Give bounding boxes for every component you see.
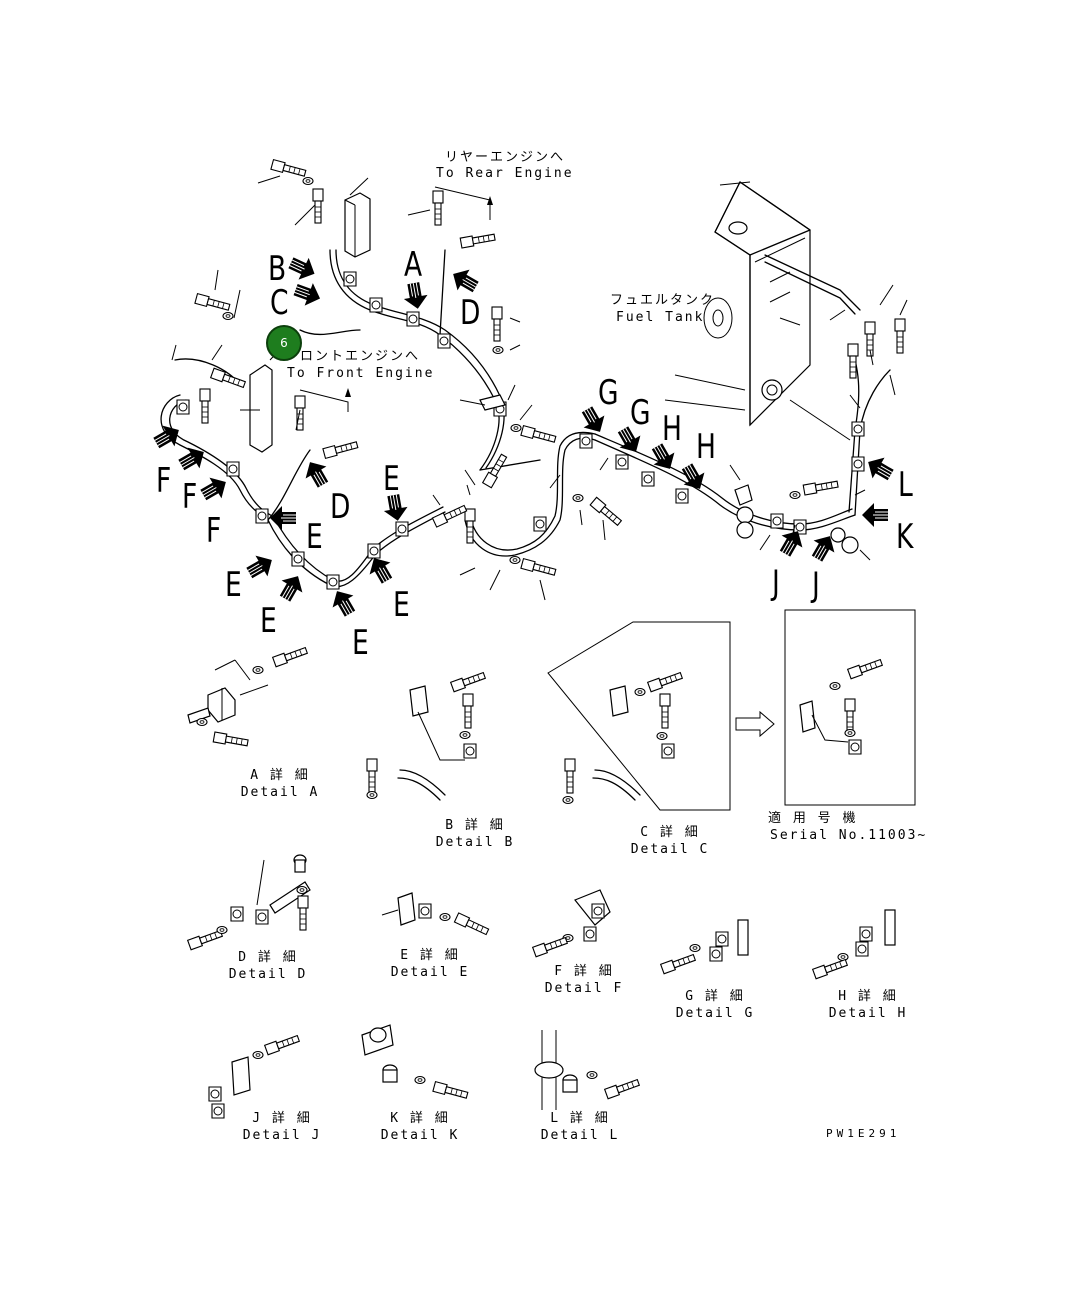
detail-a-sketch <box>187 645 309 749</box>
detail-g-sketch <box>660 919 749 975</box>
view-letter-g2: G <box>630 393 651 433</box>
detail-f-sketch <box>532 889 611 958</box>
callout-marker-6[interactable]: 6 <box>266 325 302 361</box>
serial-jp: 適 用 号 機 <box>768 811 858 826</box>
view-letter-e3: E <box>225 565 242 605</box>
detail-d-jp: D 詳 細 <box>238 950 298 965</box>
detail-l-sketch <box>534 1030 641 1110</box>
view-letter-f1: F <box>156 461 172 501</box>
detail-j-en: Detail J <box>242 1128 322 1143</box>
view-letter-e6: E <box>352 623 369 663</box>
view-letter-g1: G <box>598 373 619 413</box>
view-letter-f2: F <box>182 477 198 517</box>
detail-b-jp: B 詳 細 <box>445 818 505 833</box>
view-letter-j2: J <box>812 565 820 605</box>
detail-b-en: Detail B <box>435 835 515 850</box>
detail-c-jp: C 詳 細 <box>640 825 700 840</box>
view-letter-e1: E <box>383 459 400 499</box>
detail-b-sketch <box>366 670 487 801</box>
detail-c-en: Detail C <box>630 842 710 857</box>
detail-j-jp: J 詳 細 <box>252 1111 312 1126</box>
detail-c-serial-arrow <box>735 710 775 738</box>
view-letter-f3: F <box>206 511 222 551</box>
view-letter-k: K <box>896 517 914 557</box>
view-letter-a: A <box>404 245 423 285</box>
view-letter-c: C <box>270 283 289 323</box>
detail-k-en: Detail K <box>380 1128 460 1143</box>
detail-h-jp: H 詳 細 <box>838 989 898 1004</box>
fuel-tank-jp-label: フュエルタンク <box>610 293 716 308</box>
detail-k-sketch <box>361 1024 469 1101</box>
detail-d-en: Detail D <box>228 967 308 982</box>
view-letter-h1: H <box>662 409 682 449</box>
serial-en: Serial No.11003~ <box>770 828 928 843</box>
detail-h-sketch <box>812 909 896 980</box>
view-letter-j1: J <box>772 563 780 603</box>
front-engine-jp-label: ロントエンジンへ <box>300 349 421 364</box>
detail-e-sketch <box>381 892 491 937</box>
detail-h-en: Detail H <box>828 1006 908 1021</box>
detail-e-en: Detail E <box>390 965 470 980</box>
view-letter-d-lower: D <box>330 487 351 527</box>
detail-j-sketch <box>208 1033 301 1119</box>
detail-g-jp: G 詳 細 <box>685 989 745 1004</box>
view-letter-e2: E <box>306 517 323 557</box>
brackets <box>249 192 859 554</box>
detail-f-en: Detail F <box>544 981 624 996</box>
view-letter-l: L <box>898 465 913 505</box>
detail-c-frame <box>547 621 731 811</box>
view-letter-e4: E <box>260 601 277 641</box>
detail-e-jp: E 詳 細 <box>400 948 460 963</box>
rear-engine-en-label: To Rear Engine <box>436 166 574 181</box>
view-letter-e5: E <box>393 585 410 625</box>
view-letter-d-upper: D <box>460 293 481 333</box>
detail-c-sketch <box>562 670 684 805</box>
drawing-code: PW1E291 <box>826 1127 901 1140</box>
detail-l-jp: L 詳 細 <box>550 1111 610 1126</box>
view-letter-b: B <box>268 249 287 289</box>
detail-a-jp: A 詳 細 <box>250 768 310 783</box>
detail-l-en: Detail L <box>540 1128 620 1143</box>
serial-box <box>784 609 916 806</box>
detail-f-jp: F 詳 細 <box>554 964 614 979</box>
detail-g-en: Detail G <box>675 1006 755 1021</box>
rear-engine-jp-label: リヤーエンジンへ <box>445 150 566 165</box>
detail-k-jp: K 詳 細 <box>390 1111 450 1126</box>
view-letter-h2: H <box>696 427 716 467</box>
fuel-tank <box>664 181 861 441</box>
detail-a-en: Detail A <box>240 785 320 800</box>
front-engine-en-label: To Front Engine <box>287 366 435 381</box>
detail-d-sketch <box>187 854 311 951</box>
fuel-tank-en-label: Fuel Tank <box>616 310 705 325</box>
